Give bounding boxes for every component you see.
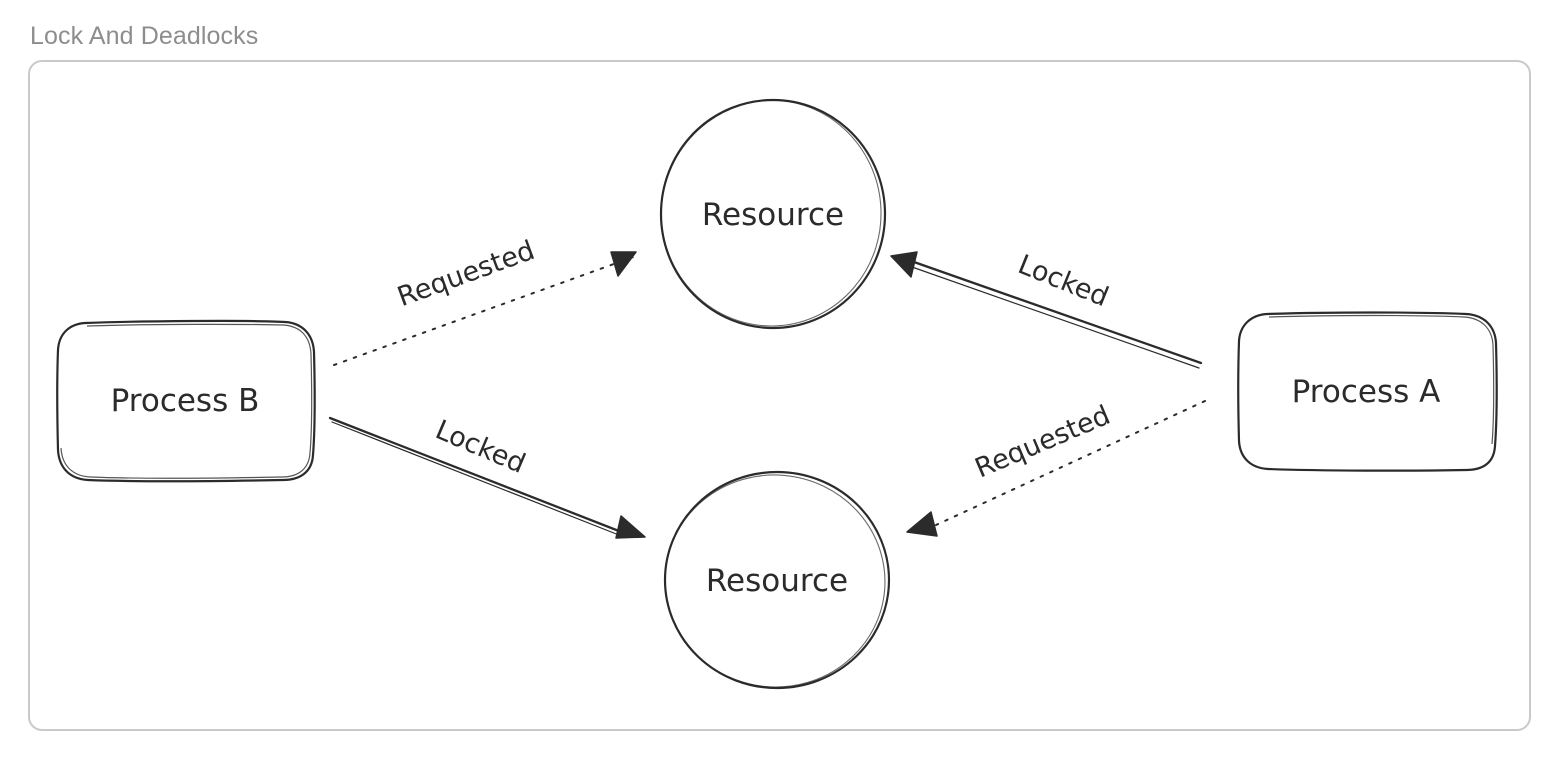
process-a-node[interactable]: Process A bbox=[1237, 311, 1498, 472]
edge-a-locks-top[interactable]: Locked bbox=[890, 249, 1203, 369]
edge-b-requests-top-label: Requested bbox=[393, 235, 538, 313]
resource-top-node[interactable]: Resource bbox=[653, 93, 888, 334]
diagram-title: Lock And Deadlocks bbox=[30, 22, 259, 50]
resource-top-label: Resource bbox=[702, 197, 844, 233]
edge-b-locks-bottom-label: Locked bbox=[431, 414, 530, 479]
process-b-node[interactable]: Process B bbox=[56, 319, 316, 483]
process-b-label: Process B bbox=[111, 383, 260, 419]
edge-b-locks-bottom[interactable]: Locked bbox=[328, 414, 646, 539]
resource-bottom-node[interactable]: Resource bbox=[656, 466, 894, 696]
resource-bottom-label: Resource bbox=[706, 563, 848, 599]
edge-a-locks-top-label: Locked bbox=[1014, 249, 1113, 313]
diagram-frame bbox=[28, 60, 1531, 731]
edge-a-requests-bottom[interactable]: Requested bbox=[906, 400, 1206, 537]
edge-b-requests-top[interactable]: Requested bbox=[333, 235, 637, 366]
process-a-label: Process A bbox=[1292, 374, 1441, 410]
edge-a-requests-bottom-label: Requested bbox=[971, 400, 1115, 485]
